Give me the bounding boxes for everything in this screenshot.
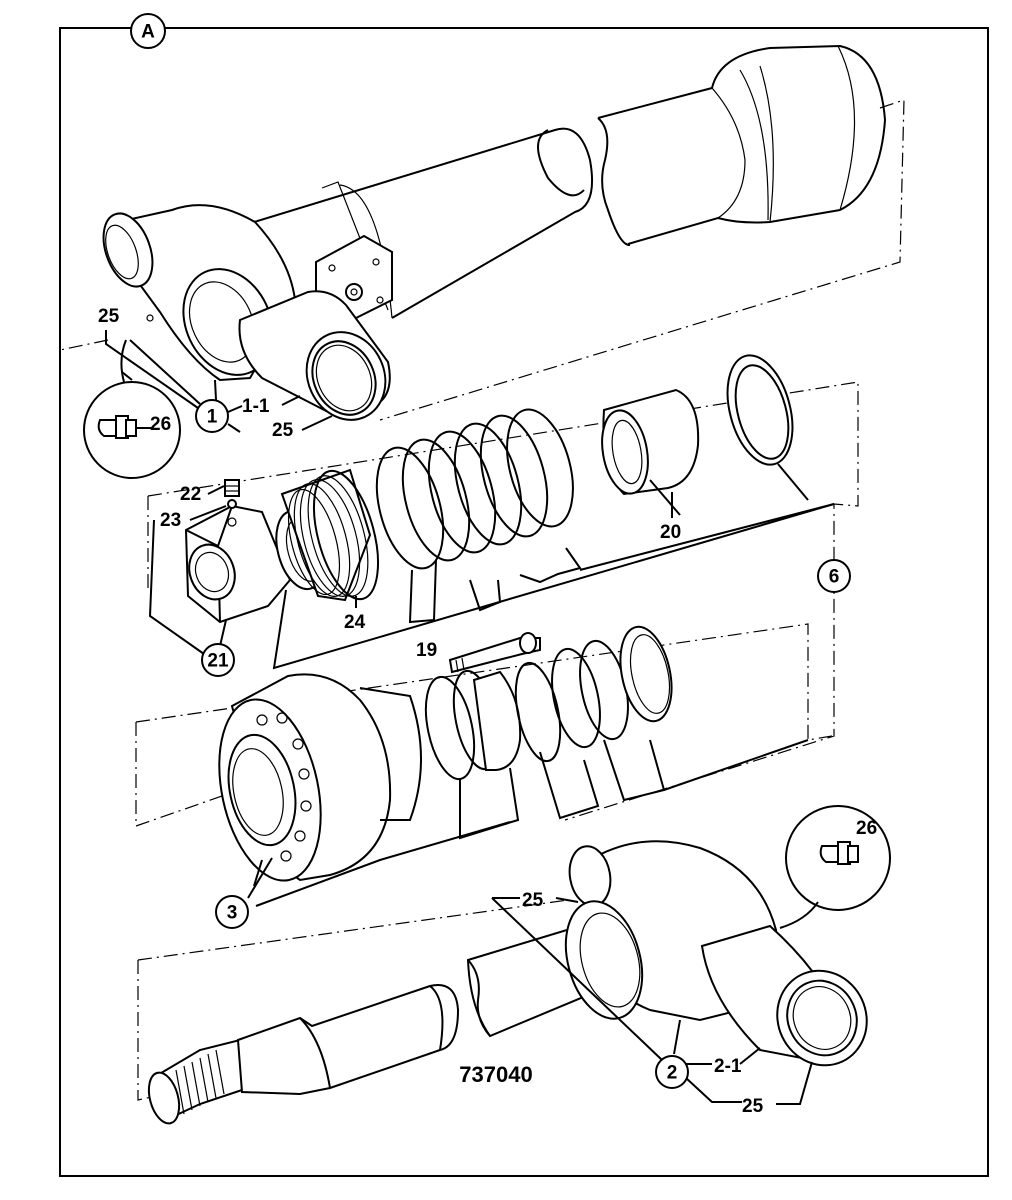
- callout-24-text: 24: [344, 612, 366, 633]
- callout-20-text: 20: [660, 522, 681, 543]
- callout-25-top-text: 25: [98, 306, 120, 327]
- callout-2-text: 2: [667, 1063, 678, 1084]
- callout-2-1-text: 2-1: [714, 1056, 742, 1077]
- callout-2: 2: [655, 1055, 689, 1089]
- callout-6-text: 6: [829, 567, 840, 588]
- callout-23-text: 23: [160, 510, 181, 531]
- piston-rod-assembly: [137, 840, 868, 1125]
- callout-20: 20: [660, 492, 681, 543]
- piston-assembly: [135, 623, 833, 907]
- callout-1-text: 1: [207, 407, 218, 428]
- seal-kit-parts: [147, 354, 859, 821]
- callout-26-right-text: 26: [856, 818, 877, 839]
- callout-25-upper: 25: [272, 415, 333, 441]
- callout-22: 22: [180, 484, 225, 505]
- callout-25-mid: 25: [492, 890, 579, 911]
- callout-25-mid-text: 25: [522, 890, 544, 911]
- callout-3: 3: [215, 895, 249, 929]
- cylinder-barrel-assembly: [59, 44, 905, 421]
- view-label-text: A: [141, 22, 155, 43]
- callout-22-text: 22: [180, 484, 201, 505]
- callout-23: 23: [160, 505, 227, 531]
- callout-25-bottom: 25: [742, 1096, 764, 1117]
- callout-24: 24: [344, 596, 366, 633]
- grease-nipple-inset-right: 26: [779, 805, 891, 929]
- callout-1: 1: [195, 379, 243, 433]
- callout-19: 19: [416, 640, 437, 661]
- grease-nipple-inset-left: [83, 339, 181, 479]
- drawing-number: 737040: [459, 1062, 532, 1087]
- callout-2-1: 2-1: [714, 1056, 742, 1077]
- callout-25-bottom-text: 25: [742, 1096, 764, 1117]
- callout-21: 21: [148, 519, 235, 677]
- drawing-frame: [59, 27, 989, 1177]
- callout-1-1: 1-1: [242, 395, 301, 417]
- view-label-a: A: [130, 13, 166, 49]
- callout-1-1-text: 1-1: [242, 396, 270, 417]
- callout-25-top: 25: [98, 306, 199, 409]
- callout-26-left-text: 26: [150, 414, 171, 435]
- callout-19-text: 19: [416, 640, 437, 661]
- callout-3-text: 3: [227, 903, 238, 924]
- callout-26-left: 26: [150, 414, 171, 435]
- callout-25-upper-text: 25: [272, 420, 294, 441]
- callout-6: 6: [817, 559, 851, 593]
- callout-21-text: 21: [207, 651, 229, 672]
